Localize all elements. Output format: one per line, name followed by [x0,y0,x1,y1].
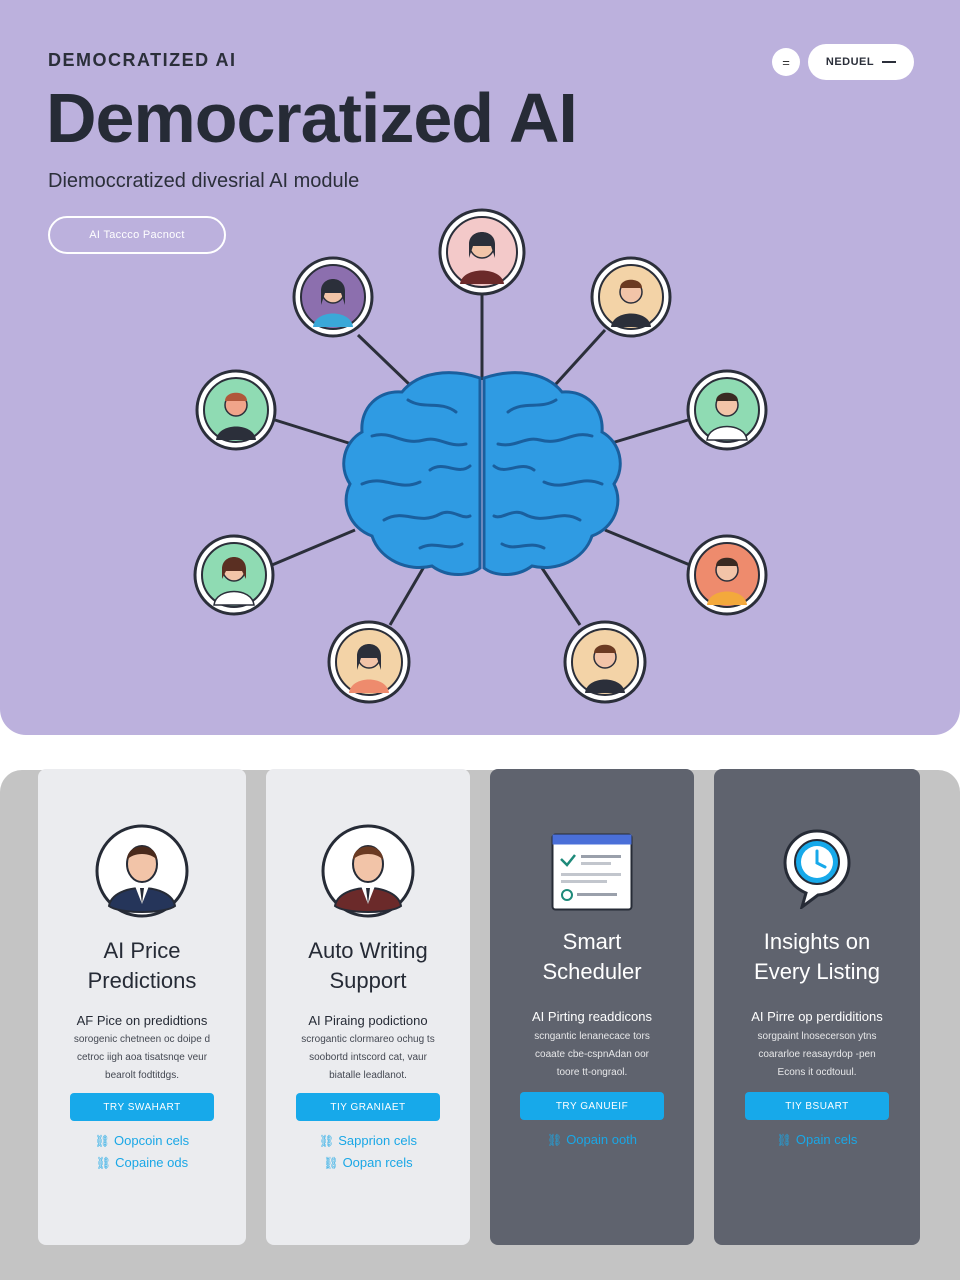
card-body-line: sorogenic chetneen oc doipe d [73,1034,211,1045]
avatar-node-top [438,208,526,296]
card-link-label: Opain cels [795,1132,858,1147]
hero-eyebrow: DEMOCRATIZED AI [48,50,237,70]
card-title-line2: Predictions [87,968,197,993]
card-title-line1: Smart [562,929,622,954]
card-body-line: soobortd intscord cat, vaur [309,1052,427,1063]
card-lead: AF Pice on predidtions [76,1013,208,1028]
card-link-label: Sapprion cels [338,1133,417,1148]
avatar-node-right [686,369,768,451]
card-link-label: Oopain ooth [566,1132,638,1147]
model-pill-button[interactable]: NEDUEL [808,44,914,80]
try-button[interactable]: TIY BSUART [745,1092,889,1120]
hero-section: DEMOCRATIZED AI Democratized AI Diemoccr… [0,0,960,735]
card-title-line2: Support [329,968,407,993]
businessman-avatar-icon [38,824,246,918]
card-link-label: Copaine ods [115,1155,189,1170]
card-lead: AI Pirre op perdiditions [751,1009,883,1024]
card-body-line: Econs it ocdtouul. [777,1067,857,1078]
card-body: scngantic lenanecace tors coaate cbe-csp… [516,1028,668,1082]
card-link[interactable]: ⛓ Oopan rcels [266,1155,470,1170]
card-body-line: toore tt-ongraol. [556,1067,628,1078]
avatar-node-bottom-left [327,620,411,704]
link-icon: ⛓ [94,1133,111,1148]
try-button[interactable]: TIY GRANIAET [296,1093,440,1121]
card-title: Smart Scheduler [500,927,684,987]
card-body: sorogenic chetneen oc doipe d cetroc iig… [64,1031,220,1085]
card-body-line: sorgpaint lnosecerson ytns [757,1031,877,1042]
top-controls: = NEDUEL [772,44,914,80]
dash-icon [882,61,897,63]
avatar-node-lower-left [193,534,275,616]
avatar-node-upper-right [590,256,672,338]
card-title: Insights on Every Listing [724,927,910,987]
card-title: AI Price Predictions [48,936,236,996]
card-body-line: scngantic lenanecace tors [534,1031,650,1042]
avatar-node-upper-left [292,256,374,338]
calendar-document-icon [490,833,694,911]
card-title-line1: Insights on [763,929,871,954]
hero-subtitle: Diemoccratized divesrial AI module [48,170,360,192]
menu-button[interactable]: = [772,48,800,76]
card-body-line: coaate cbe-cspnAdan oor [535,1049,649,1060]
card-body-line: coararloe reasayrdop -pen [758,1049,876,1060]
avatar-node-left [195,369,277,451]
card-title-line2: Every Listing [754,959,880,984]
try-button[interactable]: TRY SWAHART [70,1093,214,1121]
card-link-label: Oopcoin cels [114,1133,190,1148]
card-link-label: Oopan rcels [342,1155,413,1170]
menu-icon: = [782,54,790,70]
card-body: scrogantic clormareo ochug ts soobortd i… [292,1031,444,1085]
card-body-line: biatalle leadlanot. [329,1070,407,1081]
clock-chat-icon [714,829,920,909]
feature-card-scheduler: Smart Scheduler AI Pirting readdicons sc… [490,769,694,1245]
card-title-line2: Scheduler [542,959,642,984]
card-body-line: scrogantic clormareo ochug ts [301,1034,435,1045]
card-lead: AI Piraing podictiono [308,1013,428,1028]
hero-cta-button[interactable]: AI Taccco Pacnoct [48,216,226,254]
card-title-line1: Auto Writing [308,938,428,963]
brain-network-illustration [193,208,768,704]
avatar-node-bottom-right [563,620,647,704]
card-body-line: cetroc iigh aoa tisatsnqe veur [76,1052,208,1063]
card-lead: AI Pirting readdicons [532,1009,652,1024]
network-connectors [271,292,691,626]
card-title-line1: AI Price [103,938,181,963]
try-button[interactable]: TRY GANUEIF [520,1092,664,1120]
card-link[interactable]: ⛓ Oopcoin cels [38,1133,246,1148]
card-body-line: bearolt fodtitdgs. [105,1070,179,1081]
link-icon: ⛓ [776,1132,792,1147]
feature-card-price: AI Price Predictions AF Pice on predidti… [38,769,246,1245]
pill-label: NEDUEL [825,56,875,68]
businessman-avatar-icon [266,824,470,918]
card-link[interactable]: ⛓ Oopain ooth [490,1132,694,1147]
card-body: sorgpaint lnosecerson ytns coararloe rea… [740,1028,894,1082]
link-icon: ⛓ [95,1155,112,1170]
link-icon: ⛓ [546,1132,563,1147]
brain-icon [342,371,622,576]
feature-card-writing: Auto Writing Support AI Piraing podictio… [266,769,470,1245]
page-title: Democratized AI [46,79,578,157]
card-title: Auto Writing Support [276,936,460,996]
link-icon: ⛓ [318,1133,335,1148]
feature-card-insights: Insights on Every Listing AI Pirre op pe… [714,769,920,1245]
card-link[interactable]: ⛓ Sapprion cels [266,1133,470,1148]
card-link[interactable]: ⛓ Copaine ods [38,1155,246,1170]
avatar-node-lower-right [686,534,768,616]
link-icon: ⛓ [323,1155,339,1170]
card-link[interactable]: ⛓ Opain cels [714,1132,920,1147]
